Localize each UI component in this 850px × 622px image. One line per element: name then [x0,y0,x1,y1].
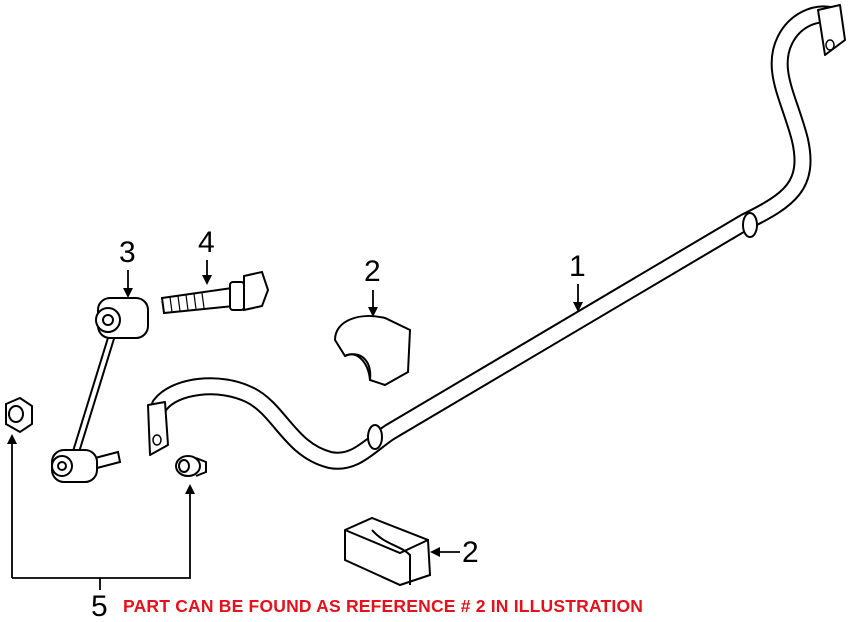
callout-2-upper: 2 [364,255,381,288]
callout-5: 5 [91,590,108,622]
bushing-lower [344,516,432,587]
stabilizer-bar [147,4,846,470]
reference-note: PART CAN BE FOUND AS REFERENCE # 2 IN IL… [123,596,644,616]
bolt [160,270,270,315]
callout-4: 4 [198,226,215,259]
stabilizer-link [51,297,149,483]
nut-left [5,396,33,434]
bushing-upper [333,315,412,387]
nut-right [175,455,207,477]
callout-leaders [6,260,583,590]
callout-2-lower: 2 [462,536,479,569]
callout-1: 1 [569,250,586,283]
callout-3: 3 [119,236,136,269]
